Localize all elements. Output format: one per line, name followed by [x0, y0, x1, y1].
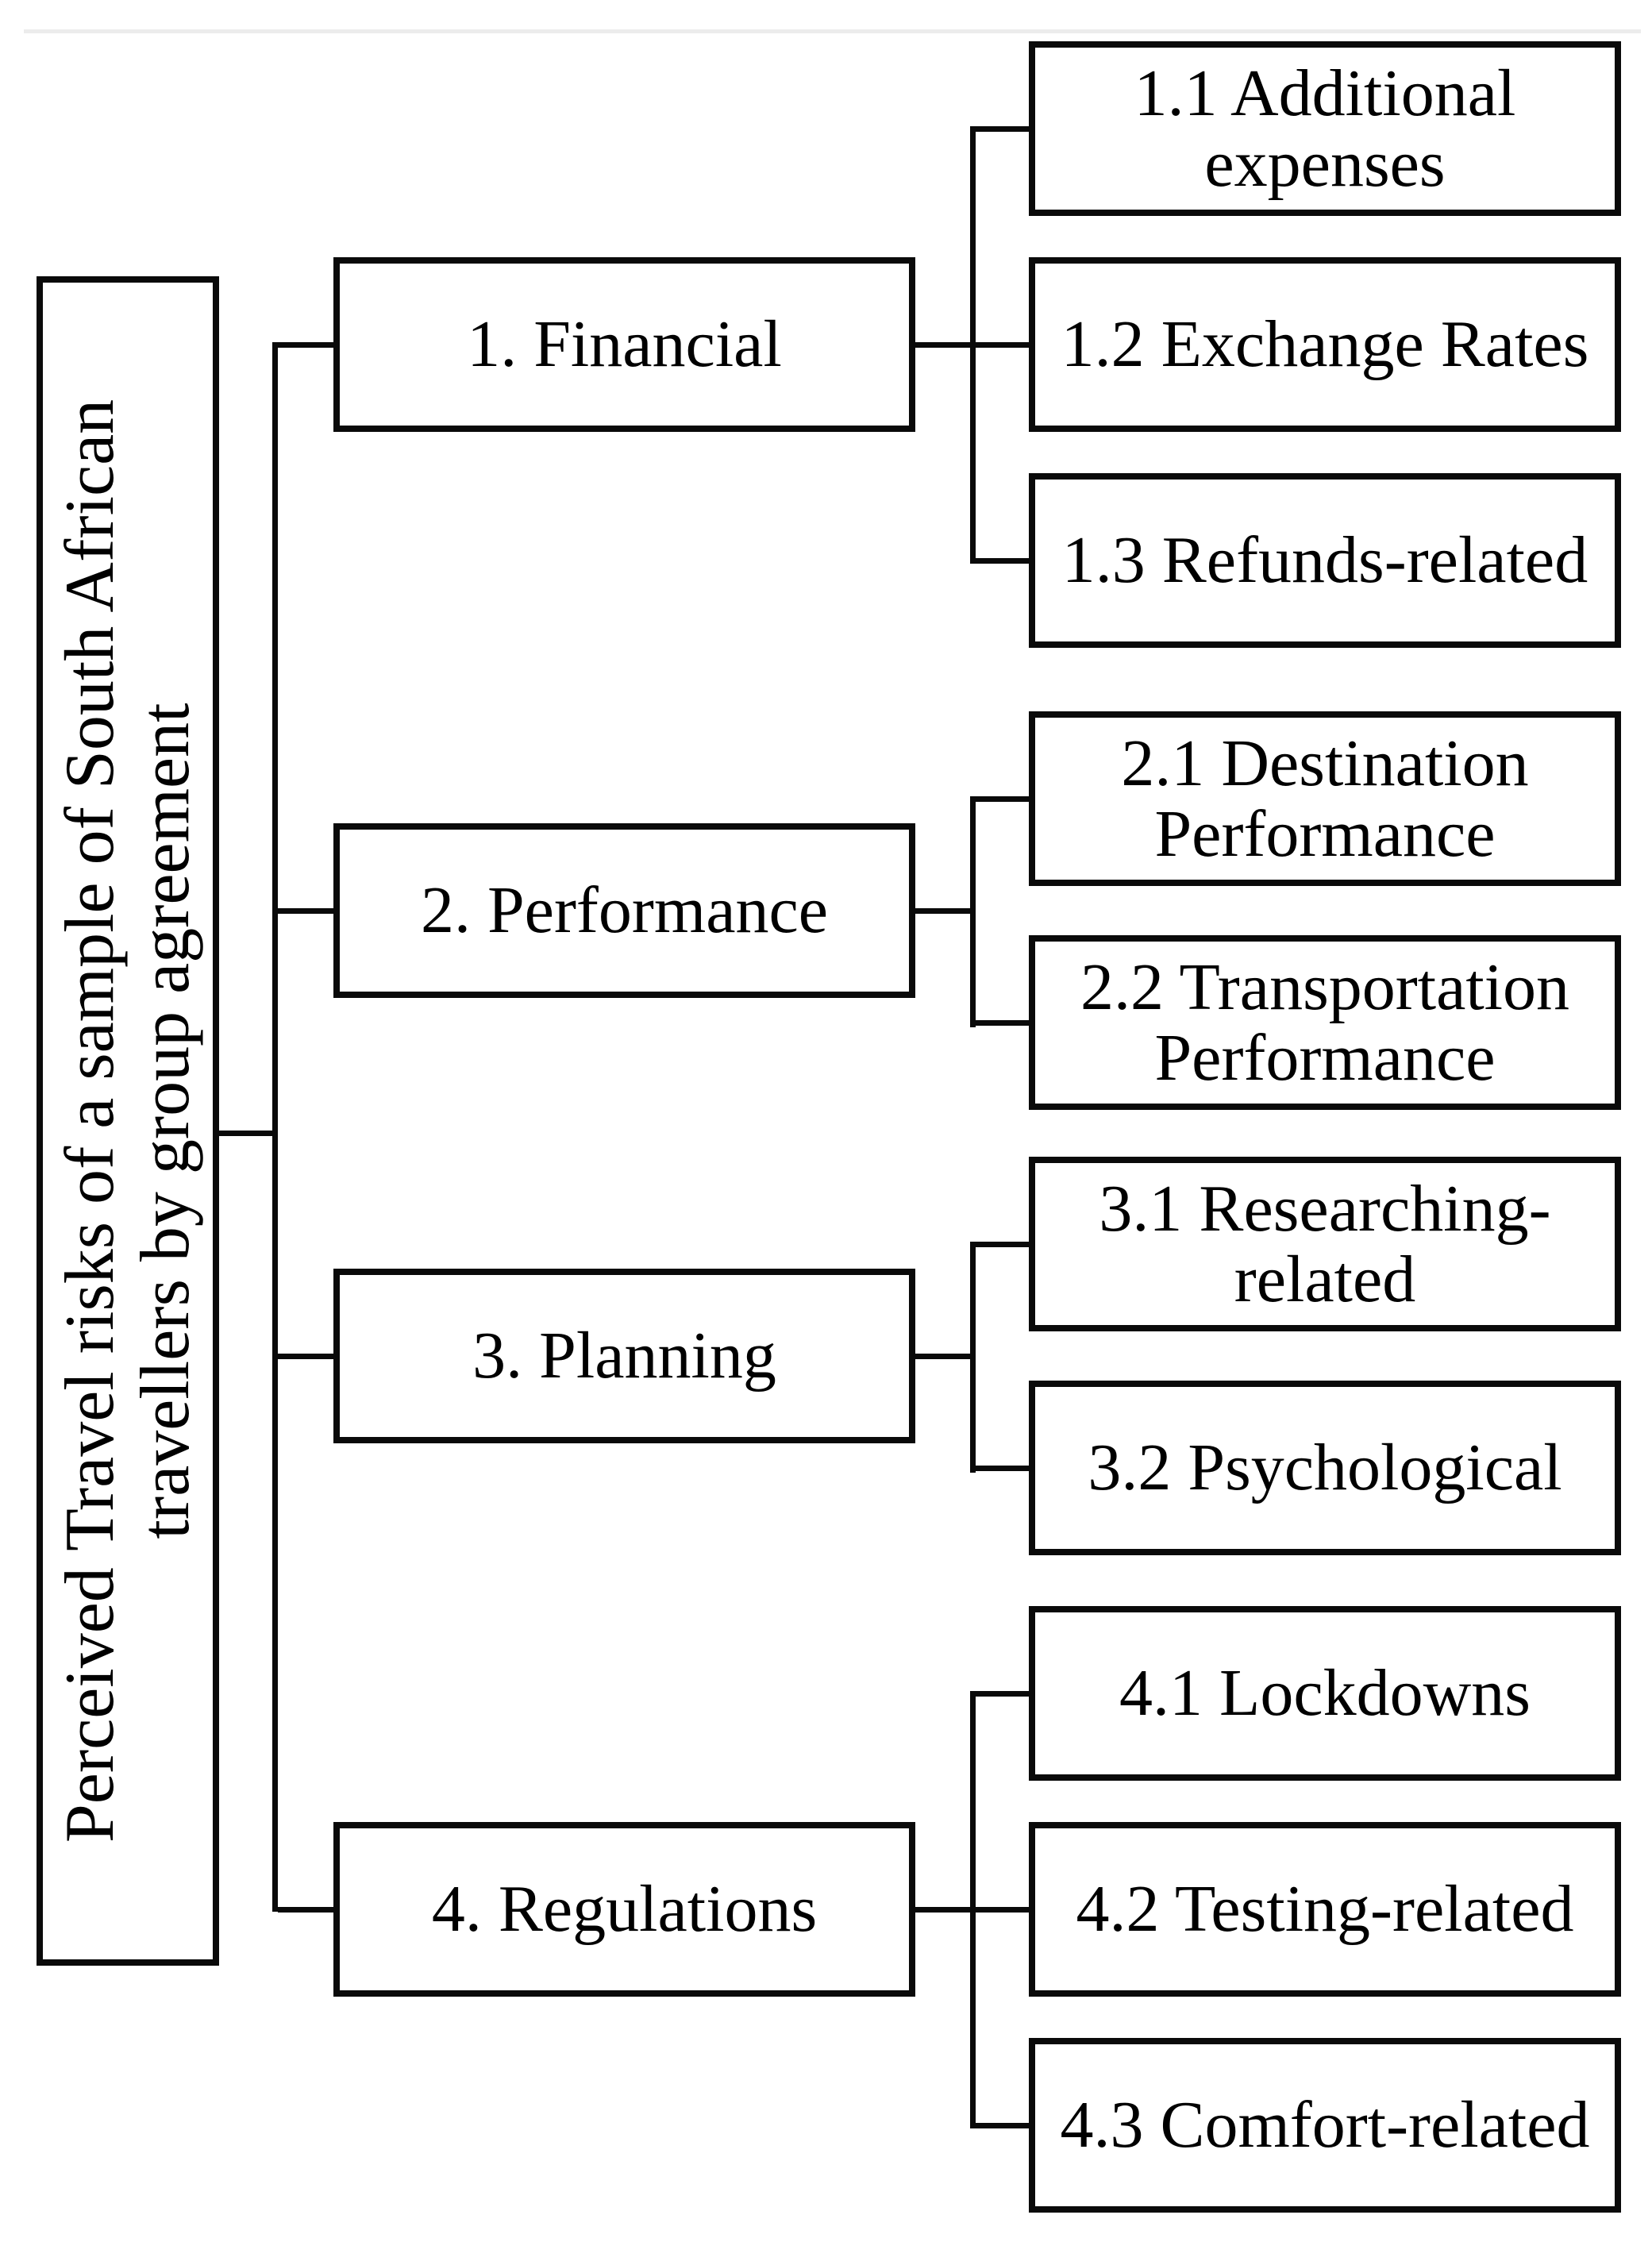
subcategory-label-1-2: 1.2 Exchange Rates [1061, 307, 1589, 382]
connector-stub-3-2 [976, 1466, 1029, 1471]
subcategory-label-1-3: 1.3 Refunds-related [1061, 523, 1588, 598]
subcategory-label-4-1: 4.1 Lockdowns [1119, 1656, 1531, 1731]
connector-main-trunk [272, 342, 278, 1912]
category-label-financial: 1. Financial [467, 307, 782, 382]
root-box: Perceived Travel risks of a sample of So… [37, 276, 219, 1966]
subcategory-label-3-2: 3.2 Psychological [1088, 1431, 1562, 1505]
subcategory-label-2-1: 2.1 Destination Performance [1121, 726, 1529, 871]
subcategory-box-4-3: 4.3 Comfort-related [1029, 2038, 1621, 2213]
connector-stub-1-1 [976, 126, 1029, 132]
subcategory-label-1-1: 1.1 Additional expenses [1134, 56, 1516, 201]
subcategory-box-2-2: 2.2 Transportation Performance [1029, 935, 1621, 1110]
connector-performance-child-trunk [970, 796, 976, 1027]
subcategory-box-1-2: 1.2 Exchange Rates [1029, 257, 1621, 432]
connector-root-to-trunk [219, 1131, 278, 1136]
connector-trunk-to-regulations [278, 1907, 333, 1913]
subcategory-box-1-3: 1.3 Refunds-related [1029, 473, 1621, 648]
connector-stub-1-3 [976, 558, 1029, 564]
subcategory-box-3-1: 3.1 Researching-related [1029, 1157, 1621, 1331]
category-label-regulations: 4. Regulations [431, 1872, 818, 1947]
category-box-planning: 3. Planning [333, 1269, 915, 1443]
connector-stub-2-2 [976, 1020, 1029, 1026]
category-box-financial: 1. Financial [333, 257, 915, 432]
subcategory-label-3-1: 3.1 Researching-related [1099, 1171, 1551, 1316]
connector-trunk-to-performance [278, 908, 333, 914]
connector-stub-4-1 [976, 1691, 1029, 1697]
subcategory-box-4-1: 4.1 Lockdowns [1029, 1606, 1621, 1781]
top-divider-line [24, 29, 1641, 33]
connector-trunk-to-financial [278, 342, 333, 348]
connector-regulations-child-trunk [970, 1691, 976, 2128]
category-box-performance: 2. Performance [333, 823, 915, 998]
subcategory-box-4-2: 4.2 Testing-related [1029, 1822, 1621, 1997]
root-label: Perceived Travel risks of a sample of So… [43, 283, 213, 1959]
category-box-regulations: 4. Regulations [333, 1822, 915, 1997]
subcategory-label-2-2: 2.2 Transportation Performance [1080, 950, 1570, 1095]
connector-planning-stub [915, 1354, 976, 1359]
connector-planning-child-trunk [970, 1242, 976, 1473]
connector-stub-4-3 [976, 2123, 1029, 2128]
subcategory-box-2-1: 2.1 Destination Performance [1029, 711, 1621, 886]
connector-stub-3-1 [976, 1242, 1029, 1247]
subcategory-label-4-3: 4.3 Comfort-related [1060, 2088, 1590, 2163]
category-label-performance: 2. Performance [420, 873, 829, 948]
connector-stub-2-1 [976, 796, 1029, 802]
connector-financial-child-trunk [970, 126, 976, 564]
connector-trunk-to-planning [278, 1354, 333, 1359]
root-label-line-2: travellers by group agreement [127, 703, 204, 1539]
connector-performance-stub [915, 908, 976, 914]
root-label-line-1: Perceived Travel risks of a sample of So… [51, 399, 129, 1843]
category-label-planning: 3. Planning [472, 1319, 776, 1393]
subcategory-label-4-2: 4.2 Testing-related [1076, 1872, 1574, 1947]
subcategory-box-1-1: 1.1 Additional expenses [1029, 41, 1621, 216]
subcategory-box-3-2: 3.2 Psychological [1029, 1381, 1621, 1555]
